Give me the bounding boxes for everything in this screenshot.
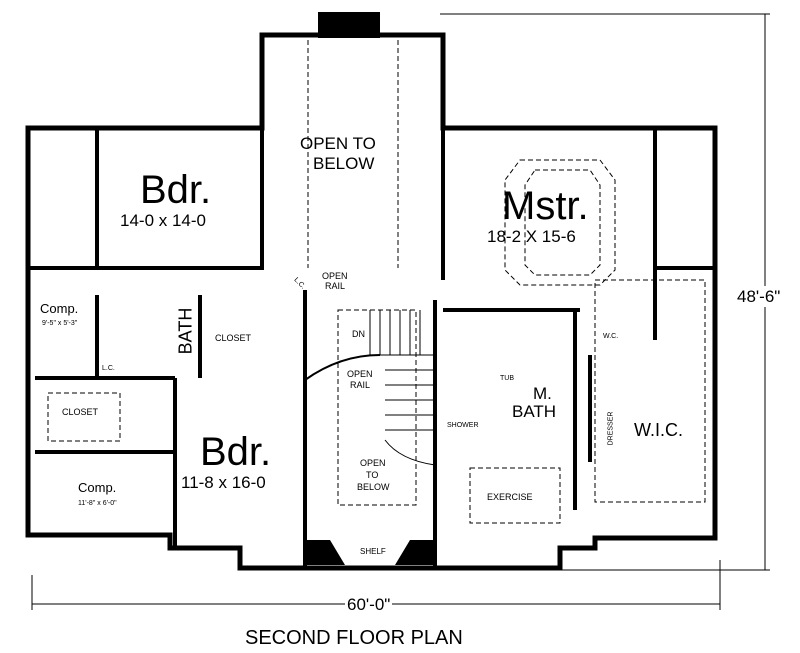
plan-title: SECOND FLOOR PLAN [245, 627, 463, 649]
shelf-label: SHELF [360, 547, 386, 556]
linen-closet-1: L.C. [102, 365, 115, 372]
open-to-below-top-line1: OPEN TO [300, 134, 376, 153]
closet-1-name: CLOSET [215, 333, 252, 343]
closet-2-name: CLOSET [62, 407, 99, 417]
open-to-below-stair-line3: BELOW [357, 482, 390, 492]
bedroom-1-name: Bdr. [140, 168, 212, 212]
open-rail-2-line1: OPEN [347, 369, 373, 379]
master-bedroom-size: 18-2 X 15-6 [487, 227, 576, 246]
shower-label: SHOWER [447, 422, 479, 429]
comp-1-name: Comp. [40, 301, 79, 316]
dresser-label: DRESSER [607, 411, 615, 446]
open-to-below-stair-line1: OPEN [360, 458, 386, 468]
overall-depth-dimension: 48'-6" [737, 286, 781, 307]
comp-2-name: Comp. [78, 480, 117, 495]
ceiling-dashes [47, 40, 706, 524]
overall-width-dimension: 60'-0" [345, 595, 393, 614]
comp-1-size: 9'-5" x 5'-3" [42, 320, 78, 327]
wc-label: W.C. [603, 333, 619, 340]
open-to-below-top-line2: BELOW [313, 154, 375, 173]
open-rail-2-line2: RAIL [350, 380, 371, 390]
exterior-walls [25, 32, 718, 571]
open-rail-1-line1: OPEN [322, 271, 348, 281]
master-bath-line2: BATH [512, 402, 557, 421]
bedroom-1-size: 14-0 x 14-0 [120, 211, 206, 230]
open-rail-1-line2: RAIL [325, 281, 346, 291]
bedroom-2-size: 11-8 x 16-0 [181, 473, 266, 492]
master-bedroom-name: Mstr. [502, 184, 589, 228]
interior-walls [28, 128, 715, 568]
shelf-shape [305, 540, 435, 565]
chimney [318, 12, 380, 38]
comp-2-size: 11'-8" x 6'-0" [78, 500, 117, 507]
stair-down-label: DN [352, 329, 365, 339]
bedroom-2-name: Bdr. [200, 430, 272, 474]
wic-label: W.I.C. [634, 420, 683, 440]
dimension-depth-line [440, 13, 770, 571]
open-to-below-stair-line2: TO [366, 470, 379, 480]
staircase [304, 310, 436, 466]
tub-label: TUB [500, 375, 514, 382]
bath-name: BATH [175, 307, 196, 355]
master-bath-line1: M. [533, 384, 552, 403]
exercise-label: EXERCISE [487, 492, 533, 502]
